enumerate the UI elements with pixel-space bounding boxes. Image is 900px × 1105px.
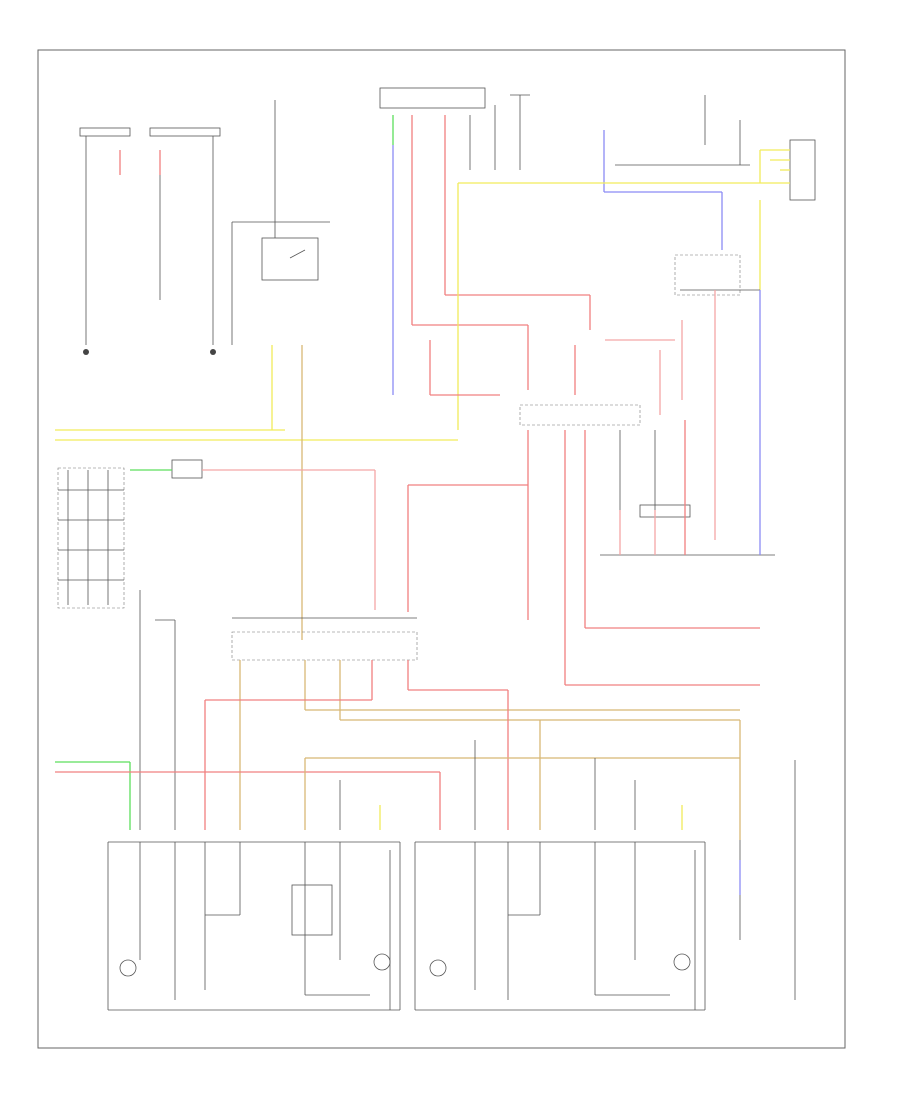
- center-switch-box: [519, 404, 760, 686]
- right-connector-row: [600, 290, 775, 556]
- license-lamp: [130, 459, 376, 610]
- tail-relay: [231, 100, 330, 345]
- diagram-frame: [37, 49, 846, 1049]
- center-stop-lamp-grid: [57, 467, 125, 609]
- top-left-connector-2: [149, 127, 221, 355]
- right-rear-combination-lamp: [414, 841, 706, 1011]
- junction-connector: [204, 617, 740, 830]
- top-center-connector: [379, 87, 590, 395]
- left-rear-combination-lamp: [107, 841, 401, 1011]
- top-left-connector-1: [79, 127, 131, 355]
- rear-side-marker: [739, 760, 796, 1000]
- center-red-harness: [429, 295, 675, 415]
- top-right-switch-area: [603, 95, 816, 250]
- stop-lamp-relay: [674, 254, 760, 540]
